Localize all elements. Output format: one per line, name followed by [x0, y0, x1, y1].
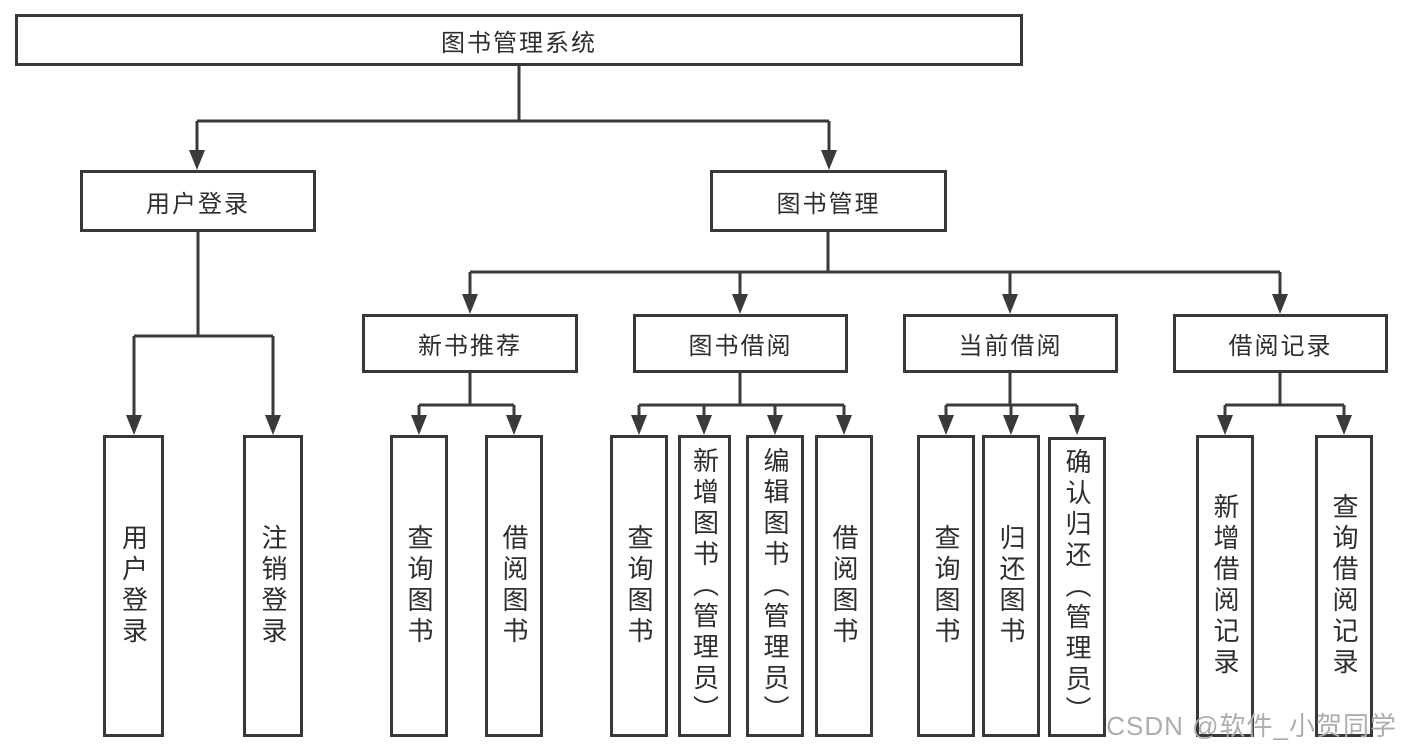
leaf-bb-add-books-admin: 新增图书（管理员） [678, 435, 731, 737]
node-book-management: 图书管理 [710, 170, 947, 232]
leaf-user-login: 用户登录 [103, 435, 164, 737]
node-book-borrow-label: 图书借阅 [688, 333, 793, 360]
arrowhead [836, 415, 852, 435]
arrowhead [506, 415, 522, 435]
arrowhead [265, 415, 281, 435]
leaf-user-login-label: 用户登录 [118, 524, 149, 648]
node-current-borrow: 当前借阅 [903, 314, 1118, 373]
leaf-br-add-borrow-record-label: 新增借阅记录 [1210, 493, 1240, 679]
arrowhead [1336, 415, 1352, 435]
node-book-borrow: 图书借阅 [633, 314, 848, 373]
leaf-bb-add-books-admin-label: 新增图书（管理员） [689, 446, 720, 726]
arrowhead [189, 150, 205, 170]
leaf-nb-borrow-books: 借阅图书 [485, 435, 543, 737]
arrowhead [1069, 415, 1085, 435]
arrowhead [767, 415, 783, 435]
arrowhead [1272, 294, 1288, 314]
leaf-cb-return-books: 归还图书 [982, 435, 1040, 737]
leaf-br-query-borrow-record-label: 查询借阅记录 [1329, 493, 1359, 679]
leaf-cb-return-books-label: 归还图书 [996, 524, 1026, 648]
arrowhead [1002, 294, 1018, 314]
leaf-bb-borrow-books: 借阅图书 [815, 435, 873, 737]
leaf-cb-query-books-label: 查询图书 [931, 524, 961, 648]
leaf-bb-edit-books-admin-label: 编辑图书（管理员） [760, 446, 790, 726]
node-user-login-label: 用户登录 [146, 190, 250, 218]
leaf-br-query-borrow-record: 查询借阅记录 [1315, 435, 1373, 737]
leaf-bb-edit-books-admin: 编辑图书（管理员） [746, 435, 804, 737]
arrowhead [821, 150, 837, 170]
arrowhead [1003, 415, 1019, 435]
leaf-nb-borrow-books-label: 借阅图书 [499, 524, 529, 648]
node-book-management-label: 图书管理 [776, 190, 881, 218]
leaf-cb-confirm-return-admin: 确认归还（管理员） [1048, 437, 1106, 737]
leaf-bb-query-books-label: 查询图书 [624, 524, 654, 648]
arrowhead [938, 415, 954, 435]
node-user-login: 用户登录 [80, 170, 316, 232]
leaf-bb-borrow-books-label: 借阅图书 [829, 524, 859, 648]
arrowhead [411, 415, 427, 435]
leaf-logout: 注销登录 [243, 435, 303, 737]
leaf-br-add-borrow-record: 新增借阅记录 [1196, 435, 1254, 737]
leaf-logout-label: 注销登录 [258, 524, 288, 648]
node-root-label: 图书管理系统 [441, 29, 597, 57]
connector-path [132, 66, 1346, 421]
arrowhead [1217, 415, 1233, 435]
leaf-cb-query-books: 查询图书 [917, 435, 975, 737]
csdn-watermark: CSDN @软件_小贺同学 [1106, 711, 1397, 741]
node-new-book-recommend-label: 新书推荐 [418, 333, 522, 360]
node-new-book-recommend: 新书推荐 [362, 314, 578, 373]
arrowhead [126, 415, 142, 435]
arrowhead [631, 415, 647, 435]
arrowhead [732, 294, 748, 314]
leaf-nb-query-books: 查询图书 [390, 435, 448, 737]
node-current-borrow-label: 当前借阅 [958, 333, 1063, 360]
node-borrow-record-label: 借阅记录 [1228, 333, 1333, 360]
node-borrow-record: 借阅记录 [1173, 314, 1388, 373]
node-root: 图书管理系统 [15, 14, 1023, 66]
leaf-cb-confirm-return-admin-label: 确认归还（管理员） [1062, 447, 1092, 727]
leaf-bb-query-books: 查询图书 [610, 435, 668, 737]
leaf-nb-query-books-label: 查询图书 [404, 524, 434, 648]
arrowhead [696, 415, 712, 435]
arrowhead [462, 294, 478, 314]
